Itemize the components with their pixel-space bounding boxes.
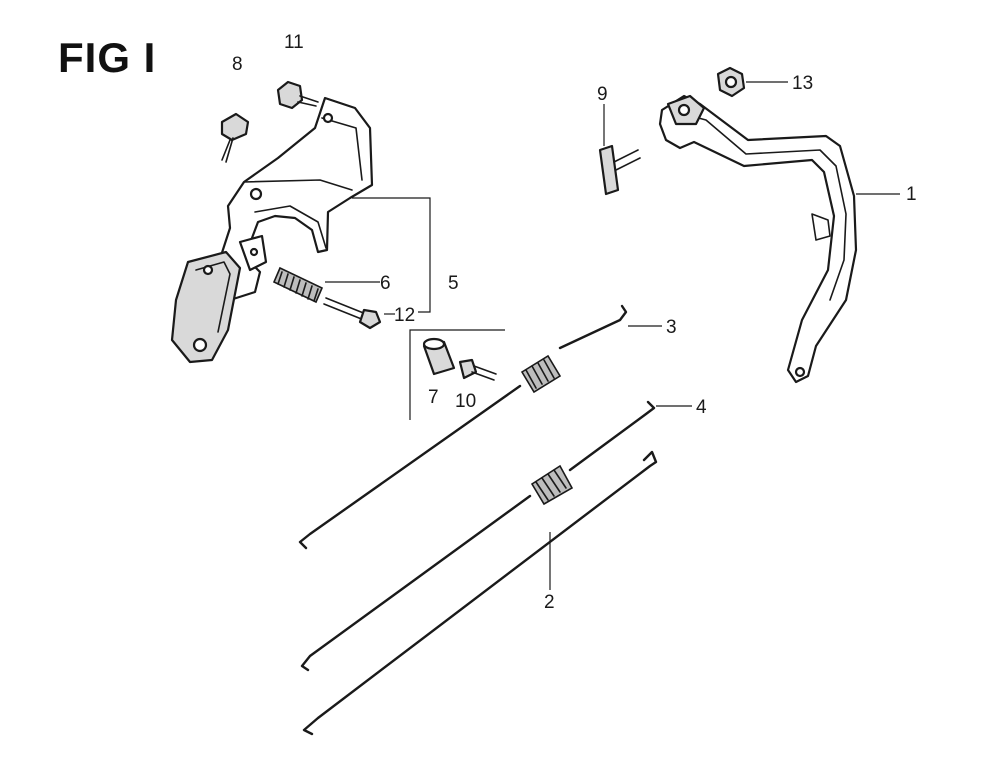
bolt-10	[458, 358, 497, 381]
callout-4: 4	[696, 397, 707, 418]
leader-group-7-10	[409, 329, 505, 420]
callout-2: 2	[544, 592, 555, 613]
spring-6	[272, 266, 324, 304]
rod-spring-4	[300, 400, 692, 672]
rod-2	[302, 450, 658, 736]
callout-11: 11	[284, 32, 304, 53]
callout-8: 8	[232, 54, 243, 75]
figure-title: FIG I	[58, 34, 157, 81]
callout-6: 6	[380, 273, 391, 294]
bolt-9	[598, 104, 641, 196]
screw-12	[323, 297, 382, 330]
nut-13	[716, 66, 788, 98]
callout-1: 1	[906, 184, 917, 205]
governor-spring-rod-3	[298, 304, 662, 550]
callout-5: 5	[448, 273, 459, 294]
control-bracket	[170, 96, 374, 364]
leader-bracket-5	[352, 197, 431, 313]
callout-13: 13	[792, 73, 813, 94]
callout-7: 7	[428, 387, 439, 408]
collar-7	[422, 337, 456, 376]
callout-3: 3	[666, 317, 677, 338]
callout-12: 12	[394, 305, 415, 326]
bolt-11	[276, 80, 319, 110]
callout-9: 9	[597, 84, 608, 105]
control-lever-1	[658, 94, 900, 384]
callout-10: 10	[455, 391, 476, 412]
bolt-8	[220, 112, 250, 163]
